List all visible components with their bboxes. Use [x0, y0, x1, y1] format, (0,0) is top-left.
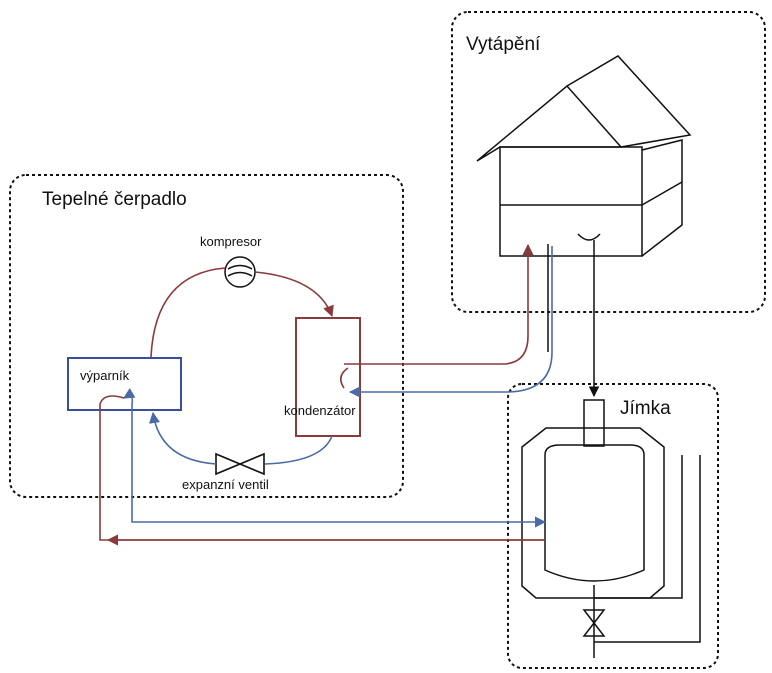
tank-label: Jímka — [620, 398, 671, 419]
refrigerant-pipe-to-evaporator — [148, 411, 217, 465]
source-return-pipe — [99, 395, 545, 541]
refrigerant-pipe-to-compressor — [150, 267, 226, 358]
heating-zone-box — [451, 11, 766, 313]
tank-outer-jacket — [521, 427, 665, 599]
compressor — [224, 256, 256, 288]
house-side-wall — [641, 139, 683, 257]
house-front-wall — [499, 146, 643, 257]
heating-label: Vytápění — [466, 34, 541, 55]
expansion-valve-icon — [215, 452, 265, 476]
evaporator-box — [67, 357, 182, 411]
house-roof-side — [566, 55, 692, 148]
tank — [521, 399, 701, 658]
heating-supply-pipe — [340, 245, 528, 389]
tank-overflow-pipe — [594, 455, 701, 643]
refrigerant-pipe-to-condenser — [254, 271, 334, 318]
tank-inlet — [583, 399, 605, 447]
heating-return-pipe — [348, 246, 553, 398]
house-side-floor-line — [641, 181, 683, 206]
compressor-icon — [227, 264, 253, 277]
house-roof-front — [476, 84, 623, 162]
tank-zone-box — [507, 383, 719, 669]
heat-pump-label: Tepelné čerpadlo — [42, 189, 187, 210]
evaporator-label: výparník — [80, 368, 130, 383]
house-drain — [577, 233, 601, 241]
heat-pump-zone-box — [9, 174, 404, 498]
house — [476, 55, 692, 257]
source-supply-pipe — [123, 388, 547, 528]
condenser-label: kondenzátor — [284, 403, 356, 418]
tank-inner-vessel — [544, 444, 645, 582]
refrigerant-pipe-to-valve — [264, 435, 333, 465]
expansion-valve-label: expanzní ventil — [182, 477, 269, 492]
compressor-label: kompresor — [200, 234, 262, 249]
tank-valve-icon — [582, 609, 606, 637]
condenser-box — [295, 317, 361, 437]
